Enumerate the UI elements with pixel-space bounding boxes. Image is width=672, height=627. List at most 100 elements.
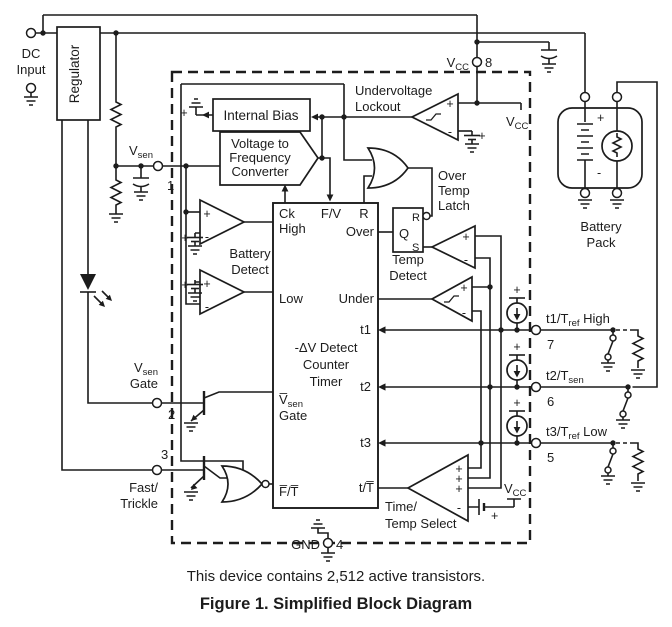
current-source	[506, 395, 528, 444]
input-divider	[108, 97, 150, 223]
block-port-label: Over	[346, 224, 375, 239]
block-port-label: t1	[360, 322, 371, 337]
over-temp-latch-label: Temp	[438, 183, 470, 198]
block-port-label: t/T̅	[359, 480, 374, 495]
minus-sign: -	[448, 125, 452, 139]
uvl-reference	[464, 129, 486, 152]
pin-1-vsen	[152, 160, 164, 172]
tts-label: Time/	[385, 499, 417, 514]
block-port-label: Low	[279, 291, 303, 306]
vcc-label: VCC	[504, 481, 527, 499]
plus-sign: +	[460, 281, 467, 295]
plus-sign: +	[462, 230, 469, 244]
pin-number: 3	[161, 447, 168, 462]
over-temp-latch-label: Over	[438, 168, 467, 183]
diagram-labels: DC Input Vsen 1 VCC 8 Vsen Gate 2 3 Fast…	[17, 46, 610, 552]
internal-bias-label: Internal Bias	[223, 108, 298, 123]
block-port-label: V̅sen	[279, 392, 303, 410]
fast-trickle-transistor	[183, 456, 206, 501]
over-temp-latch: Q R S Over Temp Latch	[392, 168, 470, 254]
block-port-label: F/V	[321, 206, 342, 221]
voltage-to-frequency-converter: Voltage to Frequency Converter	[219, 131, 334, 202]
time-temp-select-comparator: + + + - Time/ Temp Select + VCC	[385, 453, 527, 531]
temp-detect-label: Detect	[389, 268, 427, 283]
nor-gate	[220, 465, 270, 503]
t1-tref-high-pin-label: t1/Tref High	[546, 311, 610, 329]
plus-sign: +	[180, 106, 187, 120]
vsen-gate-transistor	[183, 391, 206, 432]
latch-s-label: S	[412, 242, 419, 254]
pin-terminals	[25, 27, 542, 549]
plus-sign: +	[203, 207, 210, 221]
dv-detect-counter-timer-block: Ck High F/V R Over Low Under t1 t2 t3 t/…	[272, 202, 386, 509]
device-note: This device contains 2,512 active transi…	[187, 568, 485, 585]
thermistor-icon	[601, 130, 633, 162]
pin-number: 7	[547, 337, 554, 352]
minus-sign: -	[462, 306, 466, 320]
regulator-label: Regulator	[67, 44, 82, 103]
figure-caption: Figure 1. Simplified Block Diagram	[200, 595, 472, 613]
dc-input-label: DC	[22, 46, 41, 61]
vcc-bypass-capacitor	[540, 42, 558, 73]
fast-trickle-pin-label: Trickle	[120, 496, 158, 511]
block-port-label: t2	[360, 379, 371, 394]
vcc-label: VCC	[506, 114, 529, 132]
pin-number: 8	[485, 55, 492, 70]
gnd-pin-label: GND	[291, 537, 320, 552]
minus-sign: -	[597, 166, 601, 180]
config-switch	[616, 387, 631, 428]
block-port-label: Under	[339, 291, 375, 306]
vsen-gate-pin-label: Vsen	[134, 360, 158, 378]
fast-trickle-pin-label: Fast/	[129, 480, 158, 495]
led-icon	[80, 274, 112, 307]
pin-number: 1	[167, 178, 174, 193]
t2-tsen-pin-label: t2/Tsen	[546, 368, 584, 386]
block-port-label: F̅/T̅	[279, 484, 299, 499]
t3-tref-low-pin-label: t3/Tref Low	[546, 424, 608, 442]
current-source	[506, 282, 528, 331]
pin-number: 4	[336, 537, 343, 552]
pin-4-gnd	[322, 537, 334, 549]
pin-number: 2	[168, 407, 175, 422]
plus-sign: +	[597, 111, 604, 125]
pin-number: 5	[547, 450, 554, 465]
vfc-label: Voltage to	[231, 136, 289, 151]
block-title: Timer	[310, 374, 343, 389]
uvl-label: Lockout	[355, 99, 401, 114]
config-switch	[601, 330, 616, 371]
temp-detect-comparators: + - + - Temp Detect	[389, 224, 476, 323]
dc-input-label: Input	[17, 62, 46, 77]
minus-sign: -	[205, 300, 209, 314]
plus-sign: +	[491, 509, 498, 523]
minus-sign: -	[457, 501, 461, 515]
uvl-label: Undervoltage	[355, 83, 432, 98]
battery-detect-label: Detect	[231, 262, 269, 277]
undervoltage-lockout-comparator: + - Undervoltage Lockout VCC	[355, 83, 529, 152]
ic-dashed-boundary	[170, 70, 532, 545]
vcc-pin-label: VCC	[447, 55, 470, 73]
current-source	[506, 339, 528, 388]
junction-dots	[40, 30, 631, 446]
minus-sign: -	[464, 253, 468, 267]
pin-number: 6	[547, 394, 554, 409]
temp-detect-label: Temp	[392, 252, 424, 267]
vfc-label: Frequency	[229, 150, 291, 165]
pin-2-vsen-gate	[151, 397, 163, 409]
dc-return-terminal	[25, 82, 37, 94]
block-port-label: Ck	[279, 206, 295, 221]
pin-3-fast-trickle	[151, 464, 163, 476]
plus-sign: +	[455, 482, 462, 496]
vsen-pin-label: Vsen	[129, 143, 153, 161]
pin-8-vcc	[471, 56, 483, 68]
minus-sign: -	[205, 230, 209, 244]
battery-detect-label: Battery	[229, 246, 271, 261]
block-title: Counter	[303, 357, 350, 372]
config-switch	[601, 443, 616, 484]
plus-sign: +	[455, 462, 462, 476]
or-gate	[366, 147, 410, 189]
battery-detect-comparators: + - + - Battery Detect	[181, 198, 271, 316]
latch-r-label: R	[412, 212, 420, 224]
regulator-block: Regulator	[56, 26, 101, 121]
